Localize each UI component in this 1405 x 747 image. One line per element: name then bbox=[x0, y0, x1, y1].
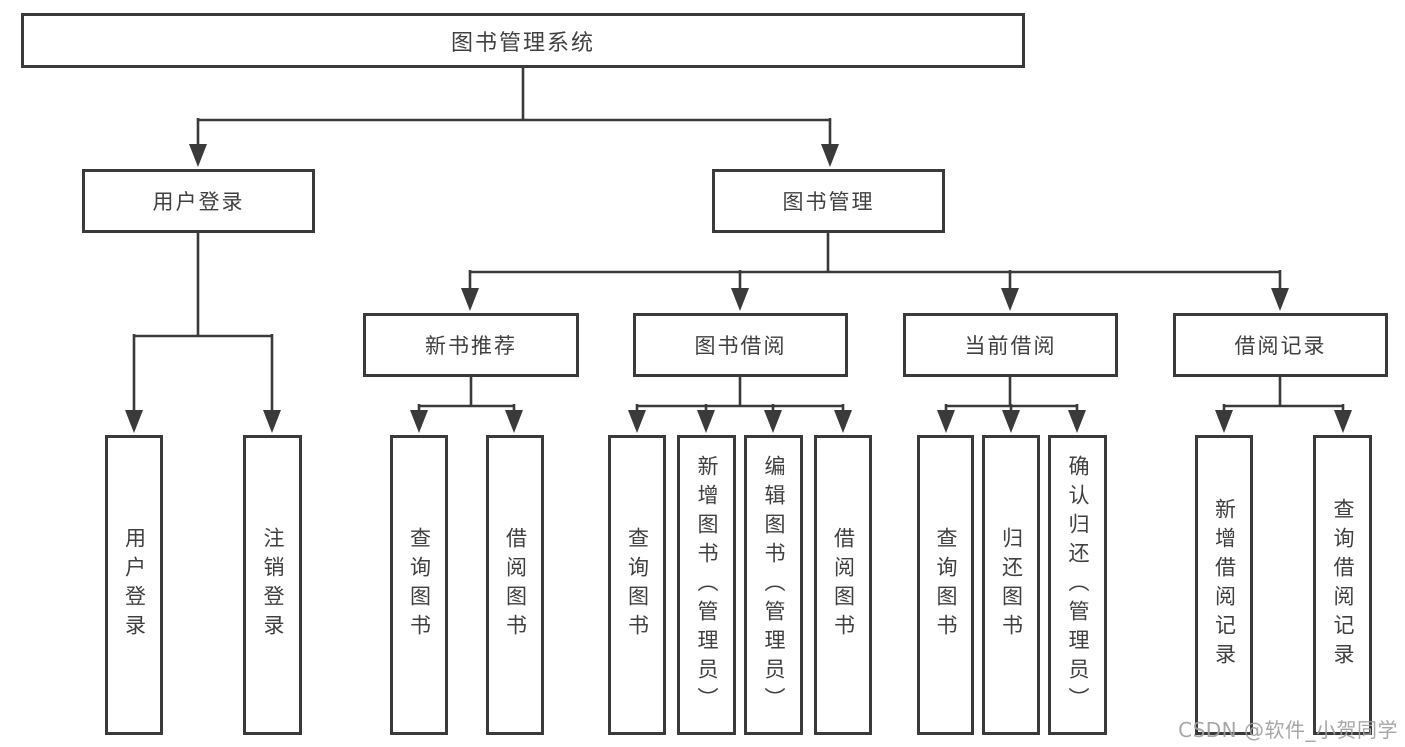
node-new-book-recommend: 新书推荐 bbox=[363, 313, 579, 377]
leaf-logout-login: 注销登录 bbox=[243, 435, 302, 735]
connector-new-book-recommend-children bbox=[410, 377, 523, 433]
leaf-records-add-borrow-record: 新增借阅记录 bbox=[1195, 435, 1253, 735]
watermark: CSDN @软件_小贺同学 bbox=[1178, 718, 1398, 742]
leaf-current-query-books: 查询图书 bbox=[917, 435, 974, 735]
leaf-borrowing-edit-books-admin: 编辑图书（管理员） bbox=[744, 435, 803, 735]
node-book-management: 图书管理 bbox=[712, 169, 945, 233]
leaf-recommend-query-books: 查询图书 bbox=[390, 435, 448, 735]
node-book-borrowing: 图书借阅 bbox=[633, 313, 848, 377]
node-library-management-system: 图书管理系统 bbox=[21, 13, 1025, 68]
leaf-recommend-borrow-books: 借阅图书 bbox=[486, 435, 544, 735]
connector-book-management-sections bbox=[461, 233, 1289, 311]
leaf-borrowing-add-books-admin: 新增图书（管理员） bbox=[677, 435, 736, 735]
connector-root-to-level2 bbox=[189, 68, 839, 167]
connector-book-borrowing-children bbox=[628, 377, 852, 433]
leaf-current-confirm-return-admin: 确认归还（管理员） bbox=[1048, 435, 1107, 735]
node-borrowing-records: 借阅记录 bbox=[1173, 313, 1388, 377]
connector-borrowing-records-children bbox=[1215, 377, 1352, 433]
connector-user-login-children bbox=[125, 233, 281, 433]
leaf-user-login: 用户登录 bbox=[105, 435, 163, 735]
connector-current-borrowing-children bbox=[937, 377, 1086, 433]
leaf-records-query-borrow-record: 查询借阅记录 bbox=[1313, 435, 1372, 735]
leaf-current-return-books: 归还图书 bbox=[982, 435, 1040, 735]
leaf-borrowing-borrow-books: 借阅图书 bbox=[814, 435, 872, 735]
leaf-borrowing-query-books: 查询图书 bbox=[608, 435, 666, 735]
node-current-borrowing: 当前借阅 bbox=[903, 313, 1118, 377]
node-user-login: 用户登录 bbox=[82, 169, 315, 233]
